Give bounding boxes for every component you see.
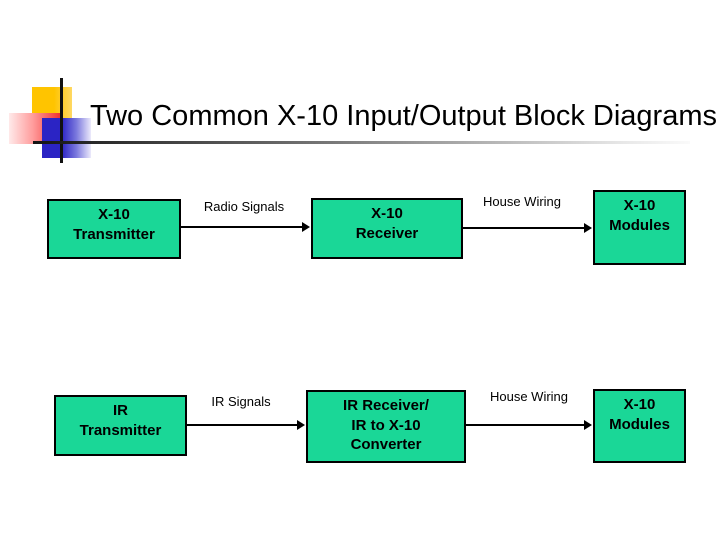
flow-arrow-line	[466, 424, 584, 426]
box-text-line: X-10	[98, 206, 130, 223]
flow-arrow-line	[463, 227, 584, 229]
arrow-head-icon	[297, 420, 305, 430]
box-text-line: Converter	[350, 436, 422, 453]
decor-blue-square	[42, 118, 91, 158]
box-text-line: Transmitter	[79, 421, 162, 439]
box-text-line: IR	[113, 402, 128, 419]
ir-transmitter-box: IR Transmitter	[54, 395, 187, 456]
arrow-head-icon	[584, 420, 592, 430]
arrow-head-icon	[302, 222, 310, 232]
house-wiring-label: House Wiring	[489, 389, 569, 404]
box-text-line: X-10	[371, 205, 403, 222]
box-text-line: X-10	[623, 396, 656, 413]
box-text-line: IR to X-10	[351, 416, 421, 434]
flow-arrow-line	[181, 226, 302, 228]
x10-transmitter-box: X-10 Transmitter	[47, 199, 181, 259]
box-text-line: IR Receiver/	[343, 397, 429, 414]
title-underline	[33, 141, 690, 144]
arrow-head-icon	[584, 223, 592, 233]
flow-arrow-line	[187, 424, 297, 426]
x10-modules-box: X-10 Modules	[593, 190, 686, 265]
slide-title: Two Common X-10 Input/Output Block Diagr…	[90, 100, 717, 132]
decor-vertical-line	[60, 78, 63, 163]
x10-receiver-box: X-10 Receiver	[311, 198, 463, 259]
box-text-line: Receiver	[355, 224, 419, 242]
decor-yellow-square	[32, 87, 72, 118]
x10-modules-box: X-10 Modules	[593, 389, 686, 463]
ir-signals-label: IR Signals	[211, 394, 271, 409]
house-wiring-label: House Wiring	[482, 194, 562, 209]
box-text-line: Modules	[609, 216, 670, 234]
box-text-line: X-10	[623, 197, 656, 214]
box-text-line: Transmitter	[73, 225, 155, 243]
ir-receiver-converter-box: IR Receiver/ IR to X-10 Converter	[306, 390, 466, 463]
box-text-line: Modules	[609, 415, 670, 433]
radio-signals-label: Radio Signals	[203, 199, 285, 214]
